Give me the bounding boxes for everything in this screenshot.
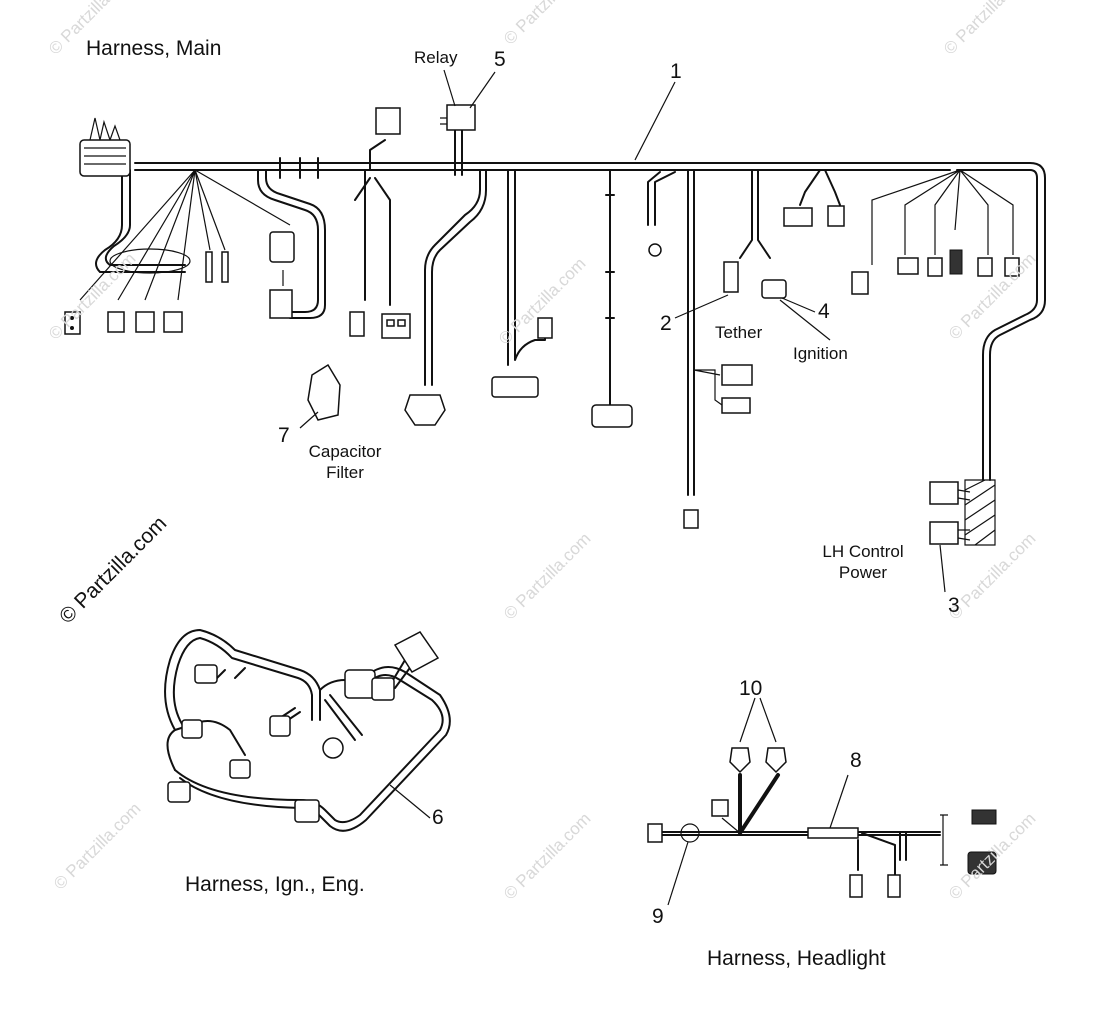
ign-eng-harness[interactable]: [164, 629, 451, 832]
label-lh-control-power: LH Control Power: [808, 541, 918, 583]
title-headlight-harness: Harness, Headlight: [707, 947, 886, 970]
callout-leaders: [299, 69, 946, 906]
label-capacitor-line1: Capacitor: [308, 442, 382, 461]
main-harness[interactable]: [79, 119, 1046, 496]
callout-10[interactable]: 10: [739, 677, 763, 700]
headlight-harness[interactable]: [647, 747, 997, 898]
callout-4[interactable]: 4: [818, 300, 830, 323]
label-tether: Tether: [715, 323, 763, 342]
callout-2[interactable]: 2: [660, 312, 672, 335]
callout-8[interactable]: 8: [850, 749, 862, 772]
label-lh-line2: Power: [838, 563, 888, 582]
callout-7[interactable]: 7: [278, 424, 290, 447]
main-harness-connectors[interactable]: [64, 104, 1020, 546]
title-ign-eng-harness: Harness, Ign., Eng.: [185, 873, 365, 896]
callout-1[interactable]: 1: [670, 60, 682, 83]
callout-5[interactable]: 5: [494, 48, 506, 71]
label-ignition: Ignition: [793, 344, 848, 363]
label-capacitor-line2: Filter: [326, 463, 364, 482]
label-capacitor-filter: Capacitor Filter: [305, 441, 385, 483]
label-lh-line1: LH Control: [822, 542, 904, 561]
callout-3[interactable]: 3: [948, 594, 960, 617]
title-main-harness: Harness, Main: [86, 37, 222, 60]
label-relay: Relay: [414, 48, 458, 67]
callout-6[interactable]: 6: [432, 806, 444, 829]
callout-9[interactable]: 9: [652, 905, 664, 928]
